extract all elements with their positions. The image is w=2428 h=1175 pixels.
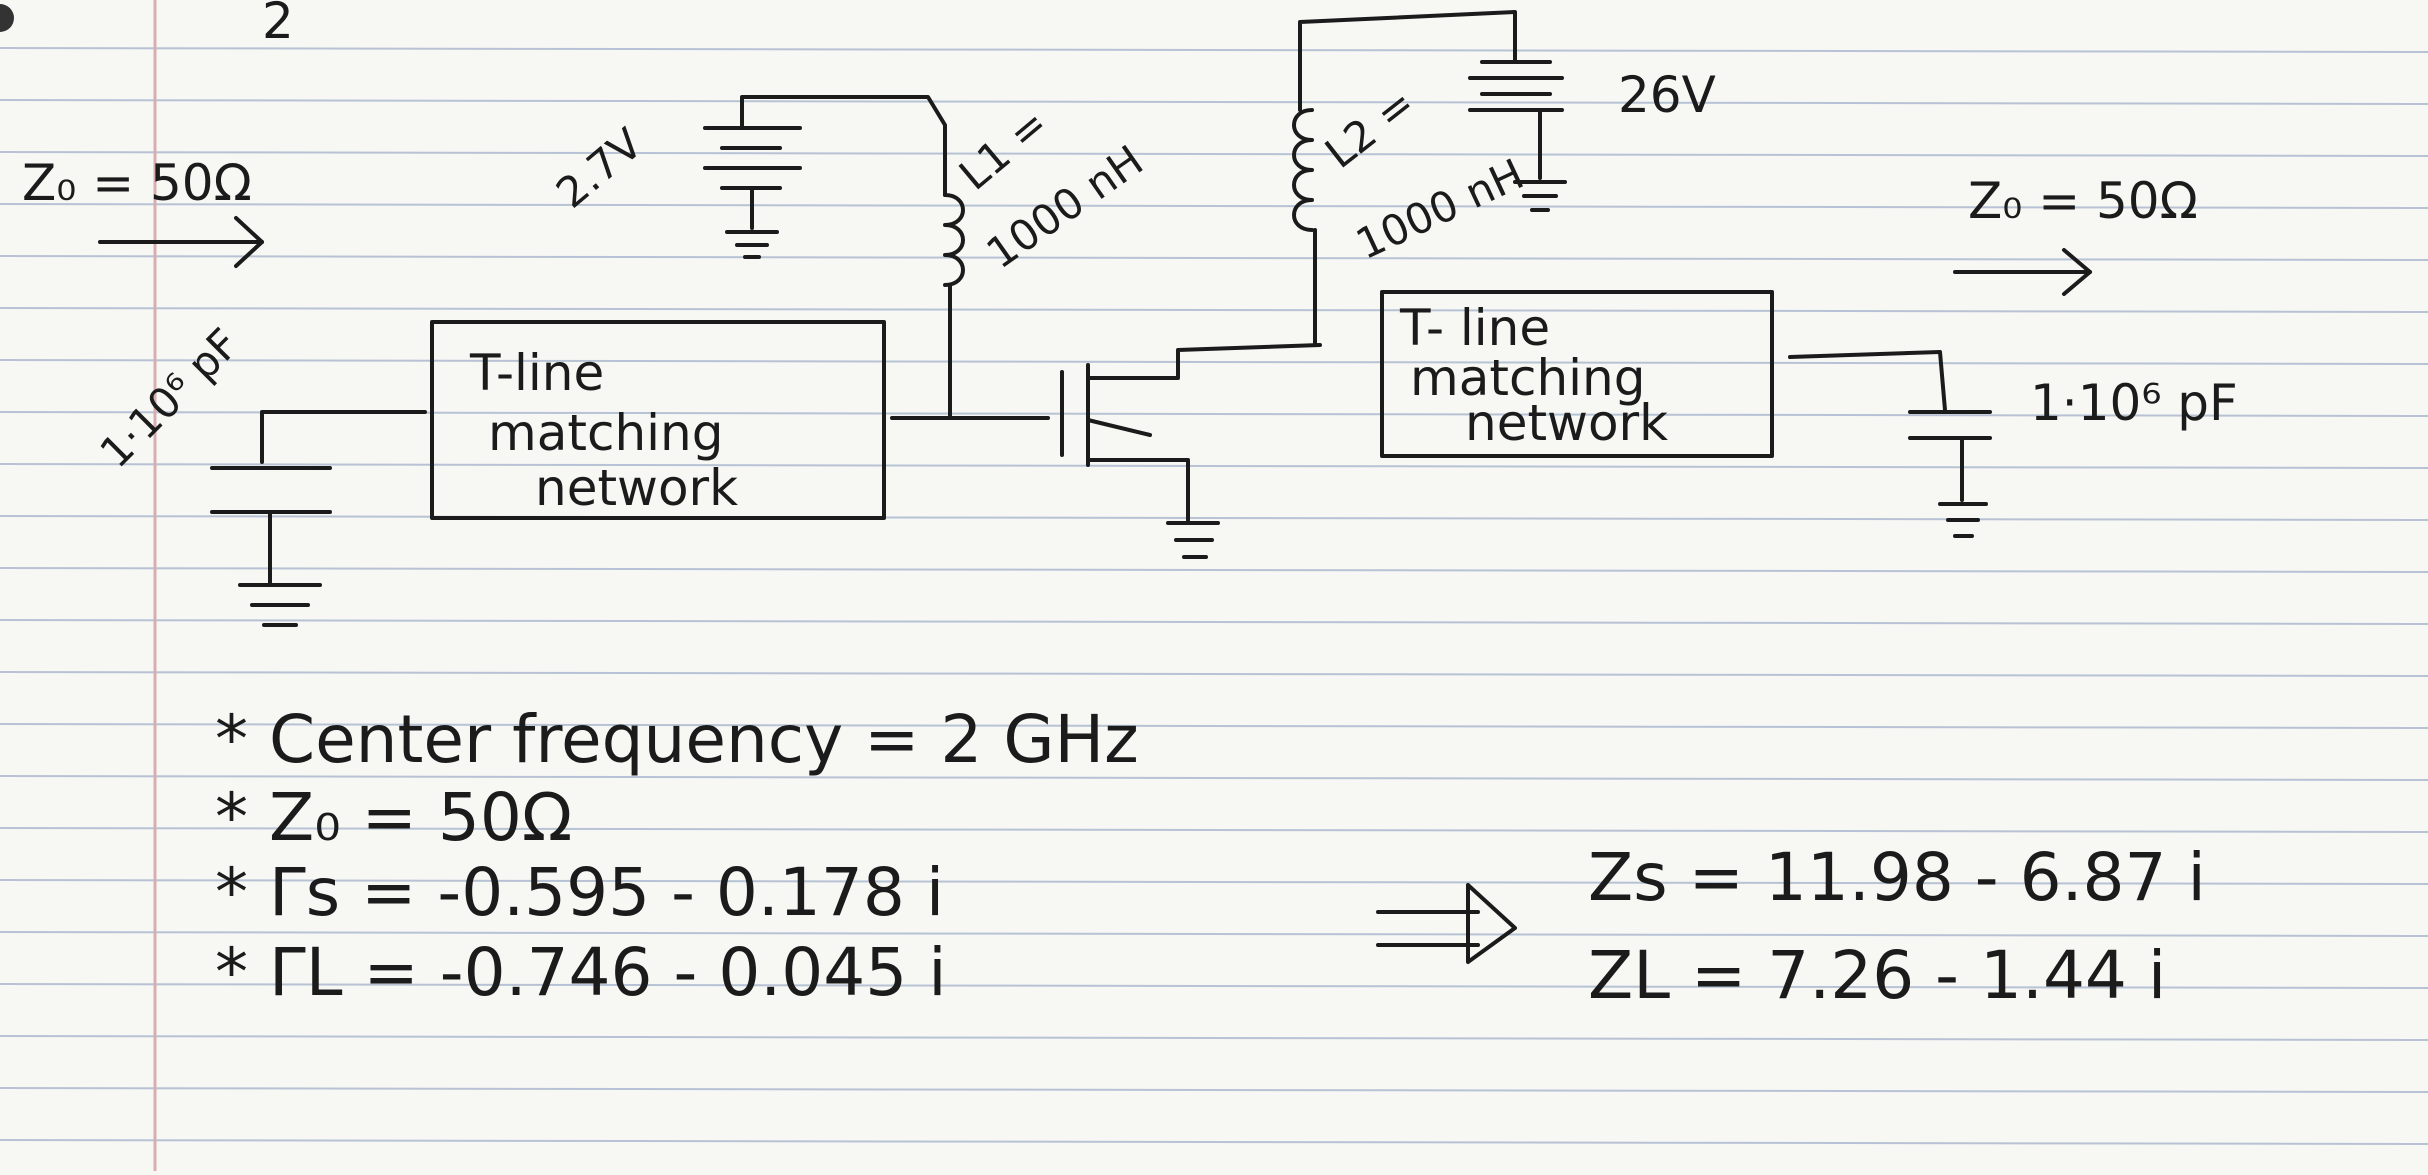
ruled-line [0,1035,2428,1041]
gate-bias-battery-symbol [703,95,947,230]
input-impedance-label: Z₀ = 50Ω [22,154,252,212]
ruled-line [0,1087,2428,1093]
ruled-line [0,619,2428,625]
inductor-l1-name: L1 = [950,99,1057,200]
input-network-text-line3: network [535,459,738,517]
ruled-line [0,47,2428,53]
ruled-line [0,983,2428,989]
top-mark: 2 [262,0,294,50]
ruled-line [0,671,2428,677]
gate-bias-voltage-label: 2.7V [547,119,652,218]
inductor-l2-value: 1000 nH [1349,149,1531,269]
ruled-line [0,255,2428,261]
input-matching-network-box [430,320,886,520]
result-zl: ZL = 7.26 - 1.44 i [1588,937,2166,1014]
input-arrow [98,216,264,268]
ruled-line [0,307,2428,313]
note-gamma-s: * Γs = -0.595 - 0.178 i [215,854,944,931]
output-capacitor-label: 1·10⁶ pF [2030,374,2238,432]
ground-icon [1166,521,1220,559]
ground-icon [1513,180,1567,212]
note-center-frequency: * Center frequency = 2 GHz [215,701,1139,778]
output-network-text-line1: T- line [1399,299,1550,357]
binder-hole [0,4,14,32]
ruled-line [0,931,2428,937]
ruled-lines [0,47,2428,1145]
drain-bias-voltage-label: 26V [1618,66,1716,124]
note-z0: * Z₀ = 50Ω [215,779,572,856]
input-network-text-line2: matching [488,404,723,462]
ruled-line [0,203,2428,209]
ruled-line [0,99,2428,105]
inductor-l1-symbol [943,193,965,420]
output-capacitor-symbol [1788,350,1992,502]
ground-icon [1938,502,1988,538]
input-capacitor-label: 1·10⁶ pF [90,319,248,477]
ruled-line [0,151,2428,157]
ruled-line [0,515,2428,521]
input-network-text-line1: T-line [469,344,604,402]
output-impedance-label: Z₀ = 50Ω [1968,172,2198,230]
ruled-line [0,723,2428,729]
output-arrow [1953,248,2092,296]
output-matching-network-box [1380,290,1774,458]
ruled-line [0,567,2428,573]
ruled-line [0,775,2428,781]
drain-bias-battery-symbol [1468,60,1564,180]
note-gamma-l: * ΓL = -0.746 - 0.045 i [215,934,947,1011]
inductor-l2-name: L2 = [1316,79,1424,178]
ground-icon [238,583,322,627]
input-capacitor-symbol [210,410,427,587]
ground-icon [725,230,779,259]
ruled-line [0,827,2428,833]
ruled-line [0,463,2428,469]
ruled-line [0,1139,2428,1145]
output-network-text-line3: network [1465,394,1668,452]
ruled-line [0,359,2428,365]
inductor-l2-symbol [1292,10,1517,347]
implies-arrow-icon [1376,883,1517,964]
fet-transistor-symbol [1060,343,1322,522]
output-network-text-line2: matching [1410,349,1645,407]
result-zs: Zs = 11.98 - 6.87 i [1588,839,2206,916]
ruled-line [0,879,2428,885]
